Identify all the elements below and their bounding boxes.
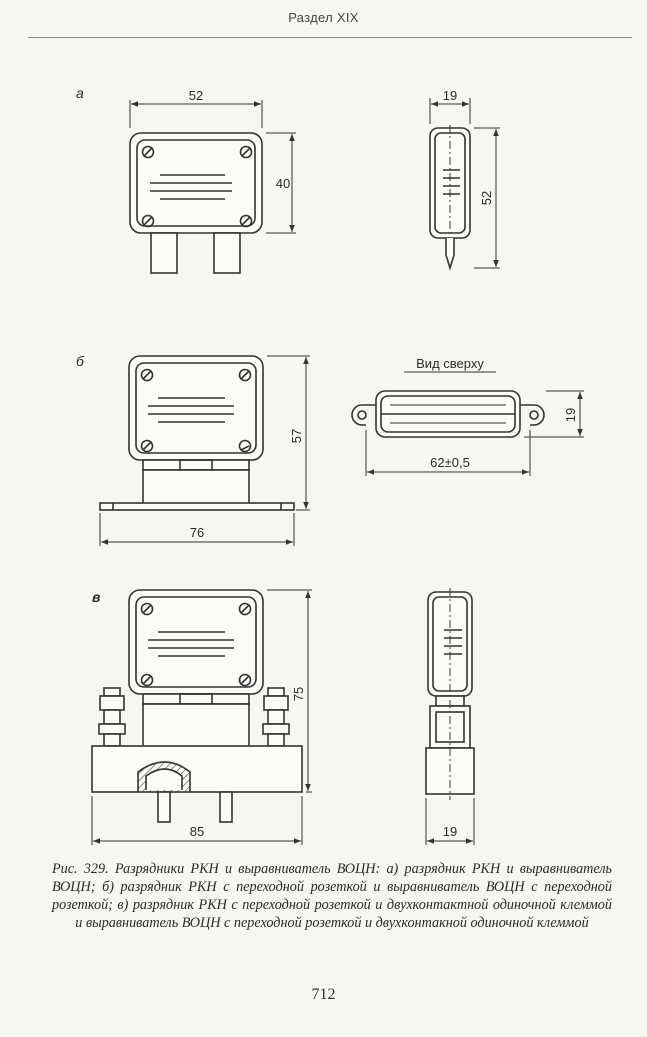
top-view-title: Вид сверху — [416, 356, 484, 371]
dim-v-height: 75 — [291, 687, 306, 701]
technical-drawing: а — [76, 85, 584, 845]
dim-b-base-width: 76 — [190, 525, 204, 540]
dim-b-top-height: 19 — [563, 408, 578, 422]
dim-v-base-width: 85 — [190, 824, 204, 839]
panel-a-label: а — [76, 85, 84, 101]
header-rule — [28, 37, 632, 38]
dim-b-top-length: 62±0,5 — [430, 455, 470, 470]
dim-b-height: 57 — [289, 429, 304, 443]
panel-v: в — [91, 588, 475, 845]
dim-v-side-width: 19 — [443, 824, 457, 839]
dim-a-side-height: 52 — [479, 191, 494, 205]
panel-a: а — [76, 85, 500, 274]
panel-b-label: б — [76, 353, 85, 369]
page-number: 712 — [311, 986, 336, 1003]
dim-a-side-width: 19 — [443, 88, 457, 103]
section-title: Раздел XIX — [288, 10, 359, 25]
figure-caption: Рис. 329. Разрядники РКН и выравниватель… — [52, 861, 612, 931]
panel-b: б — [76, 353, 584, 546]
dim-a-height: 40 — [276, 176, 290, 191]
dim-a-width: 52 — [189, 88, 203, 103]
screw-icons — [141, 145, 253, 228]
panel-v-label: в — [92, 589, 101, 605]
